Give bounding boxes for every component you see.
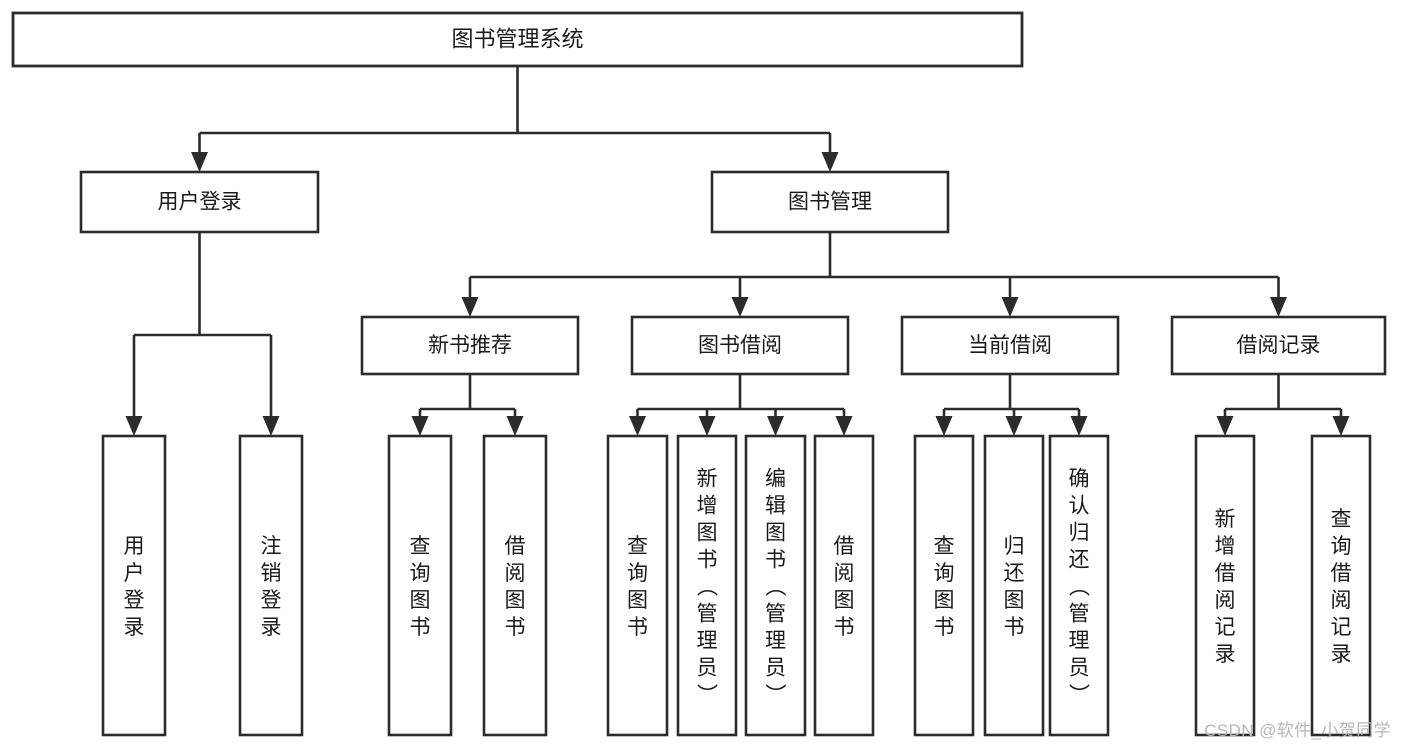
node-leaf-查询借阅记录-13-box[interactable] [1310, 434, 1372, 737]
node-leaf-查询借阅记录-13-label: 查询借阅记录 [1331, 508, 1352, 666]
connector-layer [125, 66, 1350, 436]
node-level3-图书借阅[interactable]: 图书借阅 [630, 315, 850, 376]
node-leaf-借阅图书-8[interactable]: 借阅图书 [813, 434, 875, 737]
node-leaf-借阅图书-8-label: 借阅图书 [834, 535, 855, 639]
node-level2-图书管理-label: 图书管理 [788, 191, 872, 214]
node-leaf-归还图书-10-label: 归还图书 [1004, 535, 1025, 639]
arrow-head-icon-图书借阅-2 [698, 416, 716, 436]
node-leaf-注销登录-2[interactable]: 注销登录 [238, 434, 304, 737]
node-level3-图书借阅-label: 图书借阅 [698, 334, 782, 357]
node-leaf-查询图书-5-label: 查询图书 [627, 535, 648, 639]
arrow-head-icon-login-leaf-2 [262, 416, 280, 436]
arrow-head-icon-当前借阅-2 [1005, 416, 1023, 436]
node-leaf-查询图书-9-box[interactable] [913, 434, 975, 737]
arrow-head-icon-level3-2 [731, 297, 749, 317]
node-level3-新书推荐[interactable]: 新书推荐 [360, 315, 580, 376]
node-leaf-注销登录-2-box[interactable] [238, 434, 304, 737]
arrow-head-icon-图书借阅-3 [767, 416, 784, 436]
node-leaf-新增图书管理员-6-label: 新增图书（管理员） [697, 467, 719, 706]
node-level3-当前借阅[interactable]: 当前借阅 [900, 315, 1120, 376]
node-leaf-归还图书-10[interactable]: 归还图书 [983, 434, 1045, 737]
csdn-watermark: CSDN @软件_小贺同学 [1204, 721, 1391, 740]
node-leaf-用户登录-1-label: 用户登录 [124, 535, 145, 639]
node-level2-图书管理[interactable]: 图书管理 [710, 170, 950, 234]
arrow-head-icon-login-leaf-1 [125, 416, 143, 436]
node-leaf-查询图书-9[interactable]: 查询图书 [913, 434, 975, 737]
node-leaf-新增图书管理员-6[interactable]: 新增图书（管理员） [676, 434, 738, 737]
node-leaf-确认归还管理员-11-label: 确认归还（管理员） [1069, 467, 1091, 706]
node-level3-图书借阅-box[interactable] [630, 315, 850, 376]
node-layer: 图书管理系统用户登录图书管理新书推荐图书借阅当前借阅借阅记录用户登录注销登录查询… [11, 11, 1387, 737]
arrow-head-icon-新书推荐-1 [411, 416, 429, 436]
arrow-head-icon-借阅记录-1 [1216, 416, 1234, 436]
node-leaf-用户登录-1-box[interactable] [101, 434, 167, 737]
node-level3-借阅记录-label: 借阅记录 [1237, 334, 1321, 357]
node-leaf-确认归还管理员-11[interactable]: 确认归还（管理员） [1048, 434, 1110, 737]
node-leaf-借阅图书-4-label: 借阅图书 [505, 535, 526, 639]
node-leaf-归还图书-10-box[interactable] [983, 434, 1045, 737]
node-leaf-注销登录-2-label: 注销登录 [261, 535, 282, 639]
arrow-head-icon-新书推荐-2 [506, 416, 524, 436]
node-root-图书管理系统-label: 图书管理系统 [451, 26, 583, 51]
node-level3-借阅记录-box[interactable] [1170, 315, 1387, 376]
node-level2-用户登录-label: 用户登录 [158, 191, 242, 214]
node-root-图书管理系统-box[interactable] [11, 11, 1024, 68]
node-leaf-借阅图书-8-box[interactable] [813, 434, 875, 737]
arrow-head-icon-level3-4 [1270, 297, 1287, 317]
node-level3-新书推荐-label: 新书推荐 [428, 334, 512, 357]
node-leaf-查询图书-3[interactable]: 查询图书 [387, 434, 453, 737]
node-leaf-查询图书-3-label: 查询图书 [410, 535, 431, 639]
node-leaf-新增借阅记录-12[interactable]: 新增借阅记录 [1194, 434, 1256, 737]
node-level3-当前借阅-label: 当前借阅 [968, 334, 1052, 357]
node-level3-当前借阅-box[interactable] [900, 315, 1120, 376]
node-leaf-查询图书-9-label: 查询图书 [934, 535, 955, 639]
arrow-head-icon-level3-1 [461, 297, 479, 317]
node-leaf-查询图书-5-box[interactable] [606, 434, 669, 737]
node-leaf-借阅图书-4-box[interactable] [482, 434, 548, 737]
node-leaf-编辑图书管理员-7-box[interactable] [744, 434, 807, 737]
arrow-head-icon-level2-2 [821, 152, 839, 172]
node-level3-新书推荐-box[interactable] [360, 315, 580, 376]
node-leaf-借阅图书-4[interactable]: 借阅图书 [482, 434, 548, 737]
node-leaf-新增图书管理员-6-box[interactable] [676, 434, 738, 737]
node-level2-图书管理-box[interactable] [710, 170, 950, 234]
node-leaf-编辑图书管理员-7[interactable]: 编辑图书（管理员） [744, 434, 807, 737]
arrow-head-icon-level2-1 [191, 152, 208, 172]
node-level2-用户登录[interactable]: 用户登录 [79, 170, 320, 234]
node-leaf-确认归还管理员-11-box[interactable] [1048, 434, 1110, 737]
node-leaf-编辑图书管理员-7-label: 编辑图书（管理员） [765, 467, 787, 706]
node-leaf-查询图书-3-box[interactable] [387, 434, 453, 737]
arrow-head-icon-level3-3 [1001, 297, 1019, 317]
arrow-head-icon-图书借阅-1 [629, 416, 646, 436]
node-leaf-新增借阅记录-12-box[interactable] [1194, 434, 1256, 737]
node-root-图书管理系统[interactable]: 图书管理系统 [11, 11, 1024, 68]
node-leaf-用户登录-1[interactable]: 用户登录 [101, 434, 167, 737]
arrow-head-icon-当前借阅-1 [935, 416, 953, 436]
arrow-head-icon-当前借阅-3 [1070, 416, 1088, 436]
node-leaf-查询图书-5[interactable]: 查询图书 [606, 434, 669, 737]
node-leaf-新增借阅记录-12-label: 新增借阅记录 [1215, 508, 1236, 666]
node-level3-借阅记录[interactable]: 借阅记录 [1170, 315, 1387, 376]
node-level2-用户登录-box[interactable] [79, 170, 320, 234]
node-leaf-查询借阅记录-13[interactable]: 查询借阅记录 [1310, 434, 1372, 737]
arrow-head-icon-图书借阅-4 [835, 416, 853, 436]
arrow-head-icon-借阅记录-2 [1332, 416, 1350, 436]
